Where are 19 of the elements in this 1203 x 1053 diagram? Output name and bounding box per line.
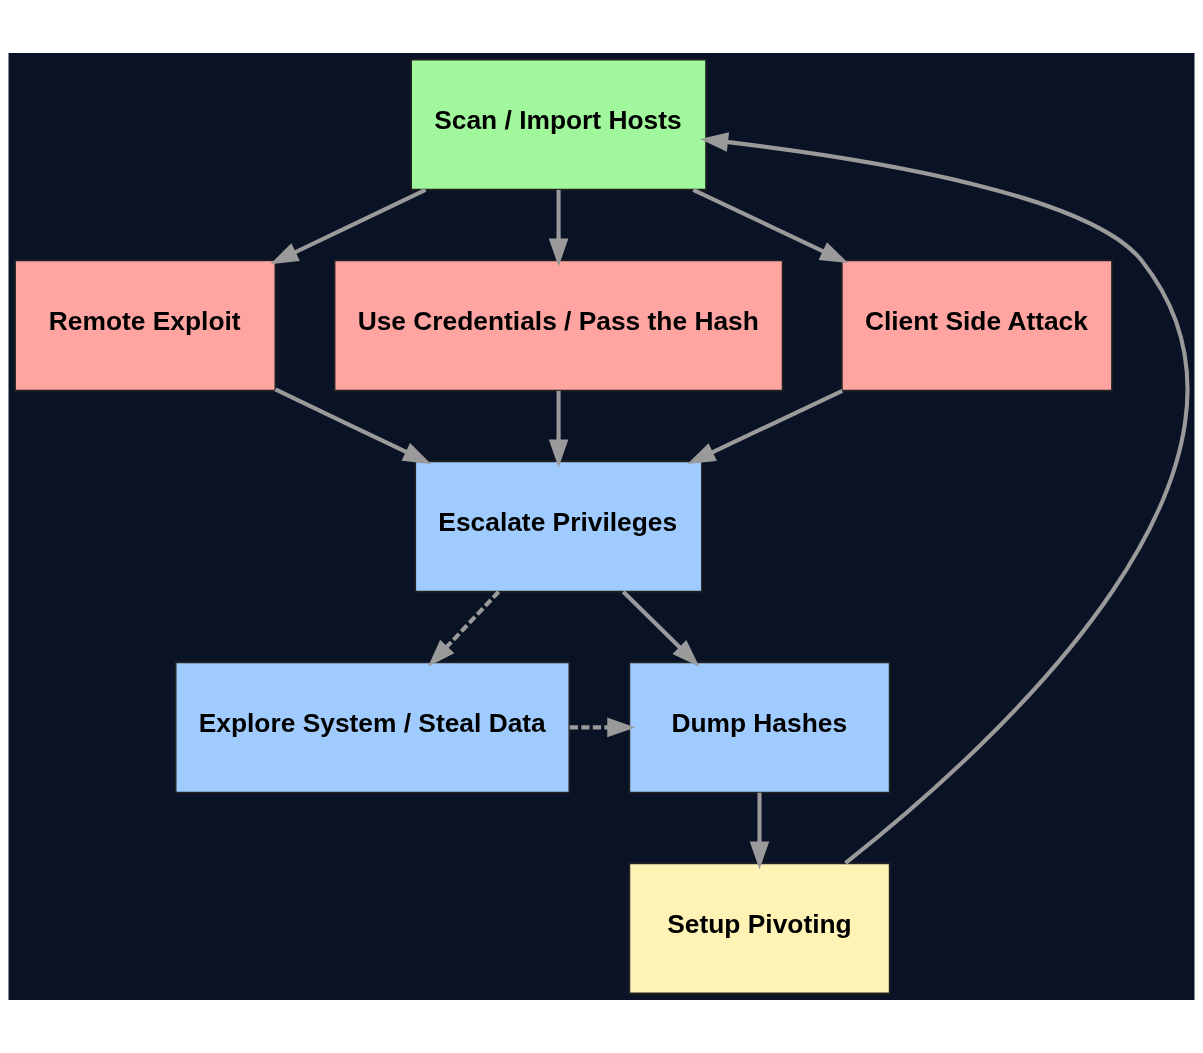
node-box: Use Credentials / Pass the Hash bbox=[333, 259, 784, 392]
node-box: Client Side Attack bbox=[841, 259, 1113, 392]
arrow bbox=[692, 188, 849, 264]
node-box: Explore System / Steal Data bbox=[174, 661, 571, 794]
arrow bbox=[749, 792, 770, 870]
node-box: Escalate Privileges bbox=[414, 460, 703, 593]
arrow bbox=[687, 388, 844, 464]
arrow bbox=[274, 387, 432, 464]
node-box: Setup Pivoting bbox=[628, 862, 891, 995]
arrow bbox=[548, 189, 569, 267]
node-box: Remote Exploit bbox=[14, 259, 277, 392]
arrow bbox=[270, 188, 427, 265]
arrow bbox=[621, 590, 700, 667]
node-box: Dump Hashes bbox=[628, 661, 891, 794]
arrow bbox=[700, 132, 1189, 865]
arrow bbox=[428, 590, 501, 667]
node-box: Scan / Import Hosts bbox=[410, 58, 707, 191]
arrow bbox=[548, 390, 569, 468]
arrow bbox=[569, 717, 636, 738]
